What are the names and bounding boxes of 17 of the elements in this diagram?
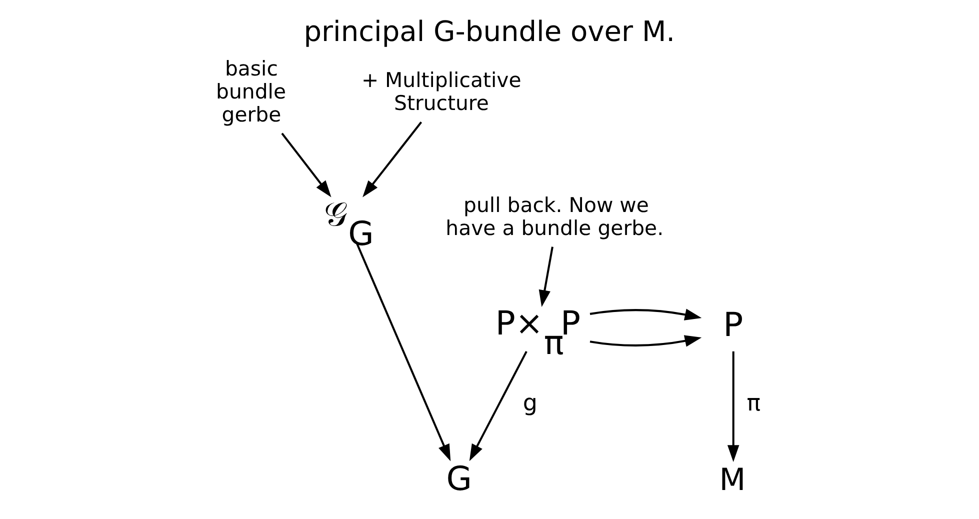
edge-label: π	[746, 390, 760, 417]
node-text: + Multiplicative Structure	[360, 68, 521, 115]
arrow	[589, 308, 702, 320]
arrow	[538, 246, 553, 307]
node-text: G	[446, 459, 472, 498]
arrow	[468, 350, 527, 462]
node-text: M	[718, 463, 746, 498]
node-text: P	[722, 304, 743, 344]
arrow	[280, 132, 331, 198]
arrow	[726, 351, 739, 462]
arrow	[362, 121, 422, 198]
edge-label: g	[522, 390, 537, 417]
arrow	[355, 242, 450, 462]
node-text: basic bundle gerbe	[216, 56, 286, 126]
arrow	[589, 335, 702, 347]
diagram-title: principal G-bundle over M.	[303, 14, 675, 48]
node-text: pull back. Now we have a bundle gerbe.	[445, 193, 664, 240]
